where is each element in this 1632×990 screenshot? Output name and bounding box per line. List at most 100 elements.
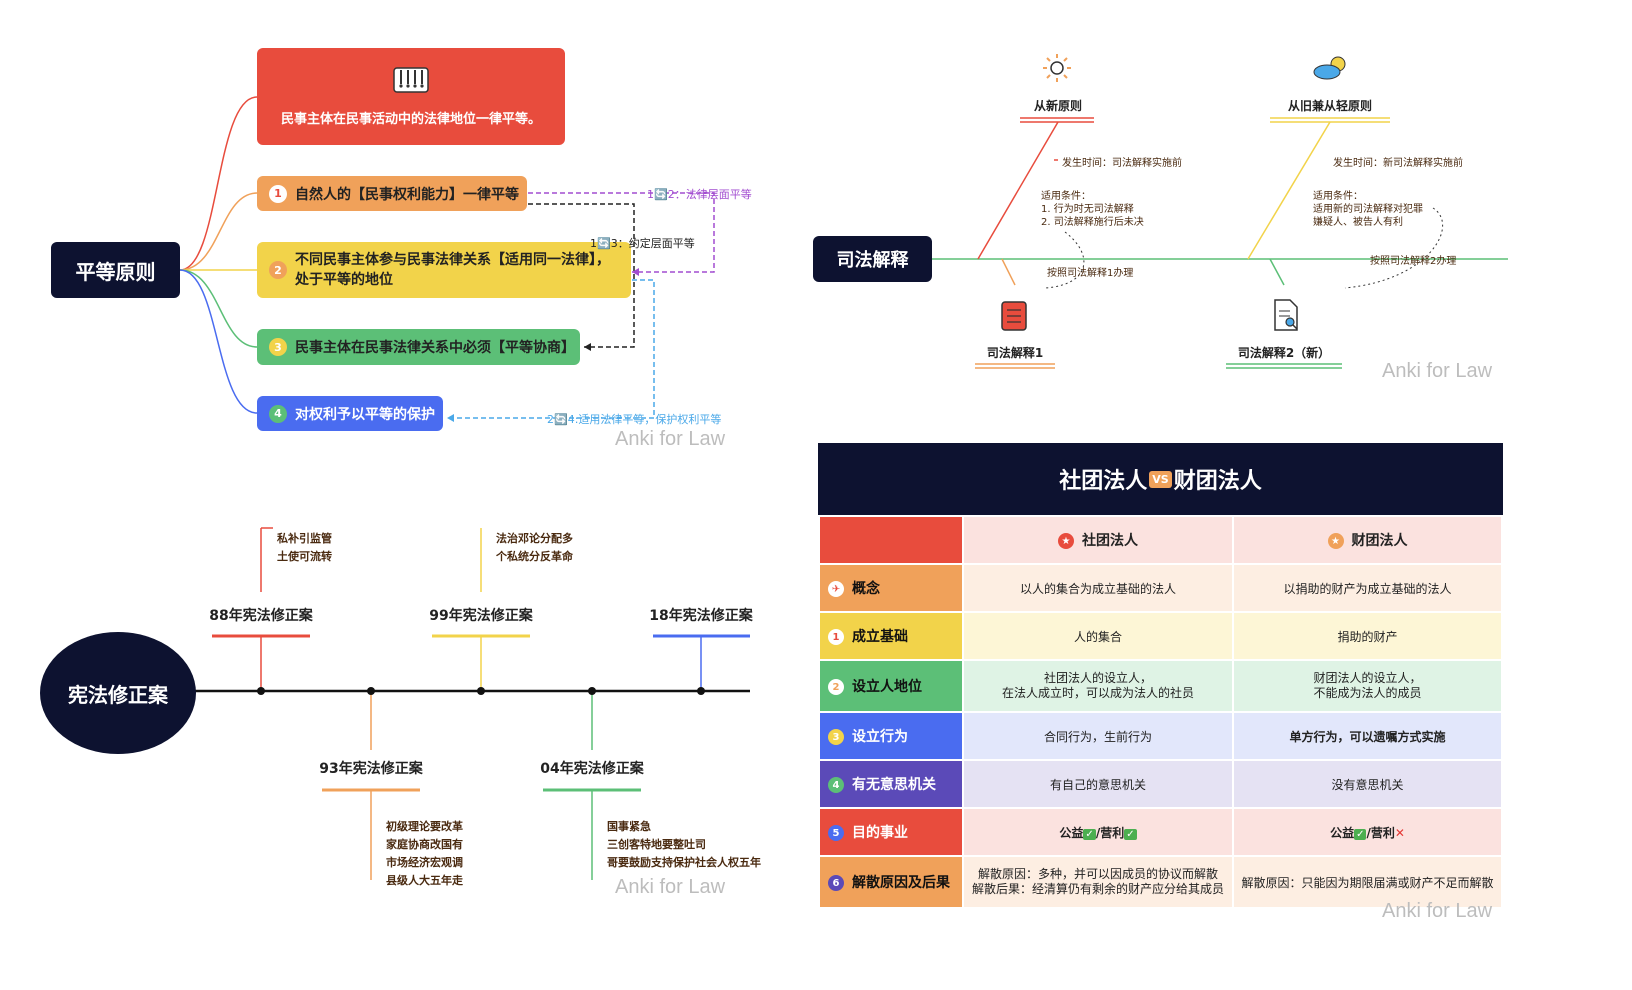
equality-root-label: 平等原则 xyxy=(75,259,156,284)
star-icon: ★ xyxy=(1327,533,1344,549)
equality-item-4: 4 对权利予以平等的保护 xyxy=(257,396,443,431)
row-label: 有无意思机关 xyxy=(852,777,936,793)
cell-line: 解散后果：经清算仍有剩余的财产应分给其成员 xyxy=(971,882,1224,896)
cell-line: 社团法人的设立人， xyxy=(1043,671,1152,685)
note: 县级人大五年走 xyxy=(386,874,463,887)
cross-icon: ✕ xyxy=(1394,825,1405,840)
row-head: ✈概念 xyxy=(818,563,964,613)
p2-time: 发生时间：新司法解释实施前 xyxy=(1333,158,1463,169)
note: 国事紧急 xyxy=(607,820,651,833)
equality-connectors xyxy=(179,96,715,422)
cell-line: 在法人成立时，可以成为法人的社员 xyxy=(1001,686,1194,700)
table-header-row: ★社团法人 ★ 财团法人 xyxy=(818,515,1503,565)
note: 市场经济宏观调 xyxy=(386,856,463,869)
row-label: 设立人地位 xyxy=(852,679,922,695)
header-col-2-label: 财团法人 xyxy=(1351,533,1408,549)
row-head: 2 设立人地位 xyxy=(818,659,964,713)
note: 三创客特地要整吐司 xyxy=(607,838,706,851)
watermark: Anki for Law xyxy=(615,876,726,898)
equality-item-1: 1 自然人的【民事权利能力】一律平等 xyxy=(257,176,527,211)
table-row: 2 设立人地位 社团法人的设立人，在法人成立时，可以成为法人的社员 财团法人的设立… xyxy=(818,659,1503,713)
compare-title-right: 财团法人 xyxy=(1173,469,1262,494)
judicial-root: 司法解释 xyxy=(813,236,932,282)
amendment-93-notes: 初级理论要改革 家庭协商改国有 市场经济宏观调 县级人大五年走 xyxy=(386,818,463,890)
row-label: 成立基础 xyxy=(852,629,908,645)
link-label-2-4: 2🔄4:适用法律平等，保护权利平等 xyxy=(547,413,722,426)
row-head: 6 解散原因及后果 xyxy=(818,855,964,909)
cell: 单方行为，可以遗嘱方式实施 xyxy=(1232,711,1503,761)
equality-top-node: 民事主体在民事活动中的法律地位一律平等。 xyxy=(257,48,565,145)
cell: 没有意思机关 xyxy=(1232,759,1503,809)
book-icon xyxy=(1001,301,1027,331)
cell: 公益✓/营利✓ xyxy=(962,807,1234,857)
p1-time: 发生时间：司法解释实施前 xyxy=(1062,158,1182,169)
cell: 合同行为，生前行为 xyxy=(962,711,1234,761)
p2-cond-title: 适用条件： xyxy=(1313,191,1363,202)
vs-badge: VS xyxy=(1149,470,1172,488)
p1-cond-title: 适用条件： xyxy=(1041,191,1091,202)
piano-icon xyxy=(393,67,429,93)
equality-item-2: 2 不同民事主体参与民事法律关系【适用同一法律】， 处于平等的地位 xyxy=(257,242,631,298)
compare-title: 社团法人 VS 财团法人 xyxy=(818,443,1503,515)
cell-line: 财团法人的设立人， xyxy=(1313,671,1422,685)
compare-table: ★社团法人 ★ 财团法人 ✈概念 以人的集合为成立基础的法人 以捐助的财产为成立基… xyxy=(818,515,1503,909)
p2-cond-1: 适用新的司法解释对犯罪 xyxy=(1313,204,1423,215)
cell-part: /营利 xyxy=(1095,825,1125,840)
cell: 解散原因：多种，并可以因成员的协议而解散解散后果：经清算仍有剩余的财产应分给其成… xyxy=(962,855,1234,909)
p1-result: 按照司法解释1办理 xyxy=(1047,268,1134,279)
row-label: 解散原因及后果 xyxy=(852,875,950,891)
amendment-04-title: 04年宪法修正案 xyxy=(540,761,644,777)
check-icon: ✓ xyxy=(1083,828,1096,840)
table-row: ✈概念 以人的集合为成立基础的法人 以捐助的财产为成立基础的法人 xyxy=(818,563,1503,613)
cell: 有自己的意思机关 xyxy=(962,759,1234,809)
header-col-1: ★社团法人 xyxy=(962,515,1234,565)
cell: 人的集合 xyxy=(962,611,1234,661)
watermark: Anki for Law xyxy=(615,428,726,450)
number-4-icon: 4 xyxy=(828,777,844,793)
p2-result: 按照司法解释2办理 xyxy=(1370,256,1457,267)
amendment-99-title: 99年宪法修正案 xyxy=(429,608,533,624)
constitution-timeline xyxy=(190,527,750,880)
header-col-2: ★ 财团法人 xyxy=(1232,515,1503,565)
equality-item-4-text: 对权利予以平等的保护 xyxy=(295,406,435,423)
document-search-icon xyxy=(1274,299,1298,331)
watermark: Anki for Law xyxy=(1382,900,1493,922)
number-3-icon: 3 xyxy=(269,338,287,356)
note: 土使可流转 xyxy=(277,550,332,563)
cell: 以捐助的财产为成立基础的法人 xyxy=(1232,563,1503,613)
cell: 社团法人的设立人，在法人成立时，可以成为法人的社员 xyxy=(962,659,1234,713)
amendment-88-title: 88年宪法修正案 xyxy=(209,608,313,624)
principle-new: 从新原则 xyxy=(1033,99,1082,113)
compare-title-left: 社团法人 xyxy=(1059,469,1148,494)
watermark: Anki for Law xyxy=(1382,360,1493,382)
equality-item-3: 3 民事主体在民事法律关系中必须【平等协商】 xyxy=(257,329,580,365)
equality-item-1-text: 自然人的【民事权利能力】一律平等 xyxy=(295,186,519,203)
link-label-1-2: 1🔄2：法律层面平等 xyxy=(647,188,752,201)
equality-item-3-text: 民事主体在民事法律关系中必须【平等协商】 xyxy=(295,340,575,356)
equality-root: 平等原则 xyxy=(51,242,180,298)
cell: 公益✓/营利✕ xyxy=(1232,807,1503,857)
doc2-label: 司法解释2（新） xyxy=(1237,346,1331,360)
row-head: 4 有无意思机关 xyxy=(818,759,964,809)
cell-line: 解散原因：多种，并可以因成员的协议而解散 xyxy=(977,867,1218,881)
p2-cond-2: 嫌疑人、被告人有利 xyxy=(1313,217,1403,228)
note: 私补引监管 xyxy=(277,532,332,545)
principle-old-lenient: 从旧兼从轻原则 xyxy=(1287,99,1372,113)
doc1-label: 司法解释1 xyxy=(986,346,1044,360)
cell-part: 公益 xyxy=(1059,825,1084,840)
amendment-04-notes: 国事紧急 三创客特地要整吐司 哥要鼓励支持保护社会人权五年 xyxy=(607,818,761,872)
number-6-icon: 6 xyxy=(828,875,844,891)
equality-top-text: 民事主体在民事活动中的法律地位一律平等。 xyxy=(280,112,541,127)
number-2-icon: 2 xyxy=(828,679,844,695)
table-row: 4 有无意思机关 有自己的意思机关 没有意思机关 xyxy=(818,759,1503,809)
row-label: 概念 xyxy=(852,581,880,597)
judicial-root-label: 司法解释 xyxy=(836,250,909,271)
sun-icon xyxy=(1043,54,1071,82)
amendment-18-title: 18年宪法修正案 xyxy=(649,608,753,624)
number-2-icon: 2 xyxy=(269,261,287,279)
number-1-icon: 1 xyxy=(269,184,287,203)
